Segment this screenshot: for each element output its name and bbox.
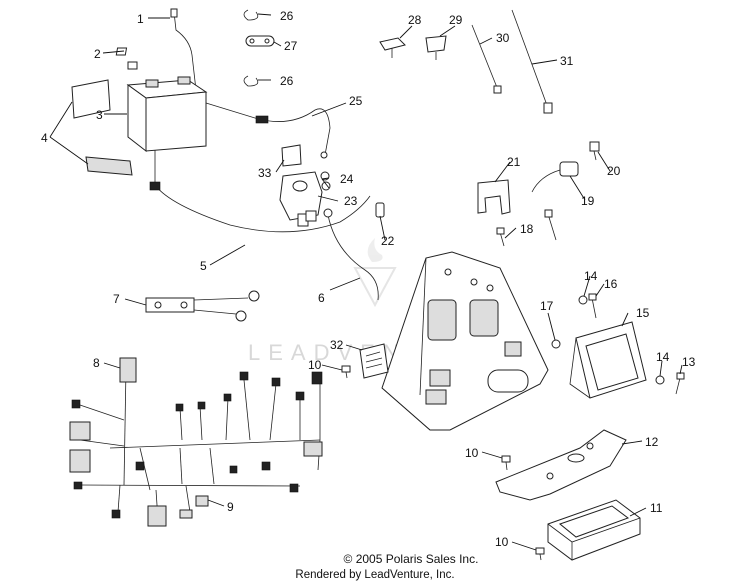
part-5-cable	[149, 150, 371, 233]
wiring-harness	[69, 357, 323, 527]
callout-labels: 1 2 3 4 5 6 7 8 9 10 10 10 11 12 13 14 1…	[41, 9, 696, 549]
callout-26-top: 26	[280, 9, 294, 23]
callout-1: 1	[137, 12, 144, 26]
part-32-relay	[359, 343, 389, 379]
callout-31: 31	[560, 54, 574, 68]
callout-27: 27	[284, 39, 298, 53]
part-6-cable	[323, 208, 379, 301]
small-hardware	[551, 293, 685, 395]
callout-5: 5	[200, 259, 207, 273]
part-26-27-strap	[243, 9, 275, 87]
callout-29: 29	[449, 13, 463, 27]
mounting-panel	[381, 251, 549, 431]
callout-13: 13	[682, 355, 696, 369]
callout-3: 3	[96, 108, 103, 122]
callout-20: 20	[607, 164, 621, 178]
part-10-bolts	[341, 365, 545, 561]
part-3-battery	[126, 76, 208, 153]
callout-2: 2	[94, 47, 101, 61]
part-11-ecu	[547, 499, 641, 561]
callout-18: 18	[520, 222, 534, 236]
callout-17: 17	[540, 299, 554, 313]
callout-24: 24	[340, 172, 354, 186]
part-28-29-clips	[379, 35, 447, 60]
callout-12: 12	[645, 435, 659, 449]
part-15-module	[569, 321, 647, 399]
part-22-terminal	[375, 202, 385, 218]
copyright-text: © 2005 Polaris Sales Inc.	[343, 552, 479, 566]
watermark-logo	[353, 238, 397, 308]
callout-30: 30	[496, 31, 510, 45]
part-7-strap	[145, 290, 260, 322]
callout-11: 11	[650, 501, 663, 515]
callout-10-ecu: 10	[495, 535, 509, 549]
leader-lines	[49, 13, 683, 551]
callout-14-lower: 14	[656, 350, 670, 364]
part-20-screw	[589, 141, 600, 161]
callout-4: 4	[41, 131, 48, 145]
callout-25: 25	[349, 94, 363, 108]
callout-7: 7	[113, 292, 120, 306]
callout-6: 6	[318, 291, 325, 305]
part-19-sensor	[531, 161, 579, 193]
callout-26-bottom: 26	[280, 74, 294, 88]
part-4-pads	[71, 79, 133, 176]
callout-28: 28	[408, 13, 422, 27]
part-18-screw	[496, 209, 557, 247]
callout-14-upper: 14	[584, 269, 598, 283]
callout-22: 22	[381, 234, 395, 248]
part-30-31-cable-ties	[471, 9, 553, 114]
callout-10-bracket: 10	[465, 446, 479, 460]
part-25-cable	[205, 102, 331, 159]
callout-8: 8	[93, 356, 100, 370]
part-21-bracket	[477, 179, 511, 215]
rendered-by-text: Rendered by LeadVenture, Inc.	[295, 569, 455, 581]
callout-16: 16	[604, 277, 618, 291]
callout-21: 21	[507, 155, 521, 169]
callout-33: 33	[258, 166, 272, 180]
callout-32: 32	[330, 338, 344, 352]
part-1-vent-tube	[170, 8, 201, 109]
part-12-bracket	[495, 429, 627, 501]
callout-23: 23	[344, 194, 358, 208]
callout-19: 19	[581, 194, 595, 208]
callout-15: 15	[636, 306, 650, 320]
part-23-solenoid	[279, 144, 331, 227]
callout-10-relay: 10	[308, 358, 322, 372]
callout-9: 9	[227, 500, 234, 514]
